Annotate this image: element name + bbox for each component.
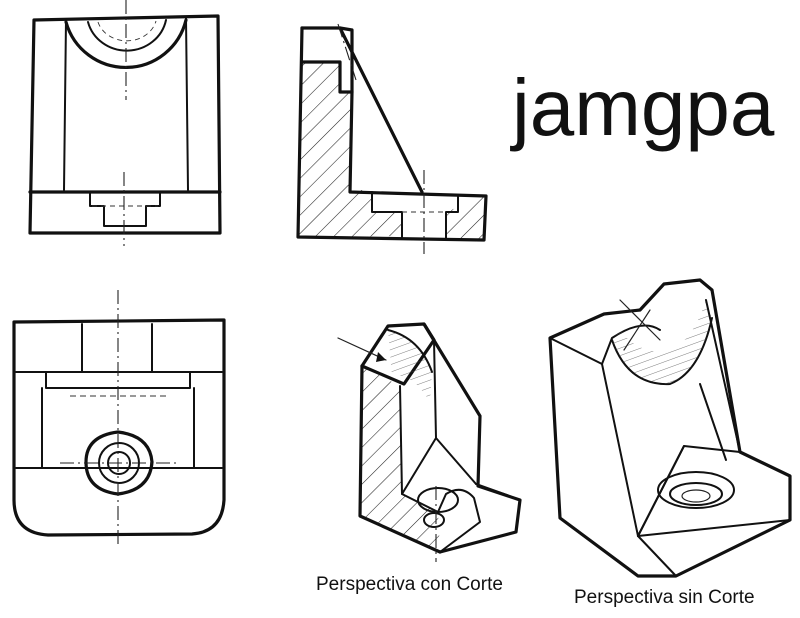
- caption-plain-perspective: Perspectiva sin Corte: [574, 587, 755, 608]
- perspective-plain-drawing: [548, 278, 792, 578]
- perspective-section-drawing: [337, 322, 522, 562]
- caption-section-perspective: Perspectiva con Corte: [316, 574, 503, 595]
- top-view: [12, 290, 226, 548]
- side-section-view: [296, 23, 488, 254]
- logo-text: jamgpa: [510, 63, 775, 152]
- front-view: [28, 0, 222, 246]
